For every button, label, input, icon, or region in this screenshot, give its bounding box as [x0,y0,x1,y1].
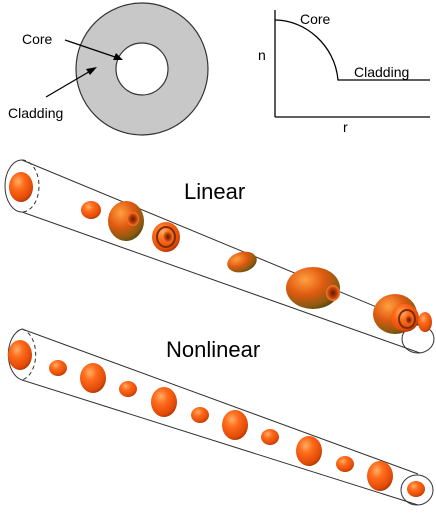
nonlinear-fiber-tube [21,328,419,506]
linear-fiber-left-end-back [21,159,40,213]
index-profile-curve [274,19,430,81]
core-arrow [64,39,119,59]
cross-section-cladding-label: Cladding [8,105,63,121]
cladding-arrow [45,69,93,98]
linear-pulse-ring [373,294,432,334]
nonlinear-pulse [367,461,393,491]
nonlinear-pulse [119,381,137,397]
linear-fiber-right-end [401,324,435,354]
nonlinear-fiber-right-end [400,474,434,506]
fiber-cross-section: Core Cladding [8,2,209,136]
nonlinear-pulse [407,481,425,497]
linear-fiber: Linear [4,159,435,354]
index-x-label: r [343,119,348,135]
index-cladding-label: Cladding [354,64,409,80]
index-core-label: Core [300,11,331,27]
linear-pulse [227,251,257,273]
linear-pulse [9,172,33,202]
linear-fiber-label: Linear [184,179,245,204]
nonlinear-pulse [261,429,279,445]
core-arrow-head [113,53,123,60]
index-profile-plot: n r Core Cladding [258,10,430,135]
nonlinear-pulse [336,456,354,472]
linear-fiber-tube [21,159,421,354]
nonlinear-pulse [8,340,32,370]
nonlinear-pulse [222,410,248,440]
nonlinear-pulse [191,407,209,423]
nonlinear-fiber: Nonlinear [7,328,434,506]
nonlinear-pulse [296,436,322,466]
linear-fiber-left-end [4,159,23,213]
linear-pulse [108,201,144,241]
cross-section-core-label: Core [22,31,53,47]
linear-pulse [286,267,340,309]
linear-pulse-hole [326,285,340,301]
nonlinear-pulse [49,360,67,376]
linear-pulse-ring [152,222,180,252]
core-disk [115,42,169,96]
nonlinear-fiber-left-end-back [21,328,37,381]
nonlinear-pulse [151,387,177,417]
nonlinear-pulse [80,363,106,393]
linear-pulse-hole [127,212,139,226]
nonlinear-fiber-label: Nonlinear [166,337,260,362]
linear-pulse [81,201,101,219]
cladding-arrow-head [86,67,97,75]
index-y-label: n [258,47,266,63]
